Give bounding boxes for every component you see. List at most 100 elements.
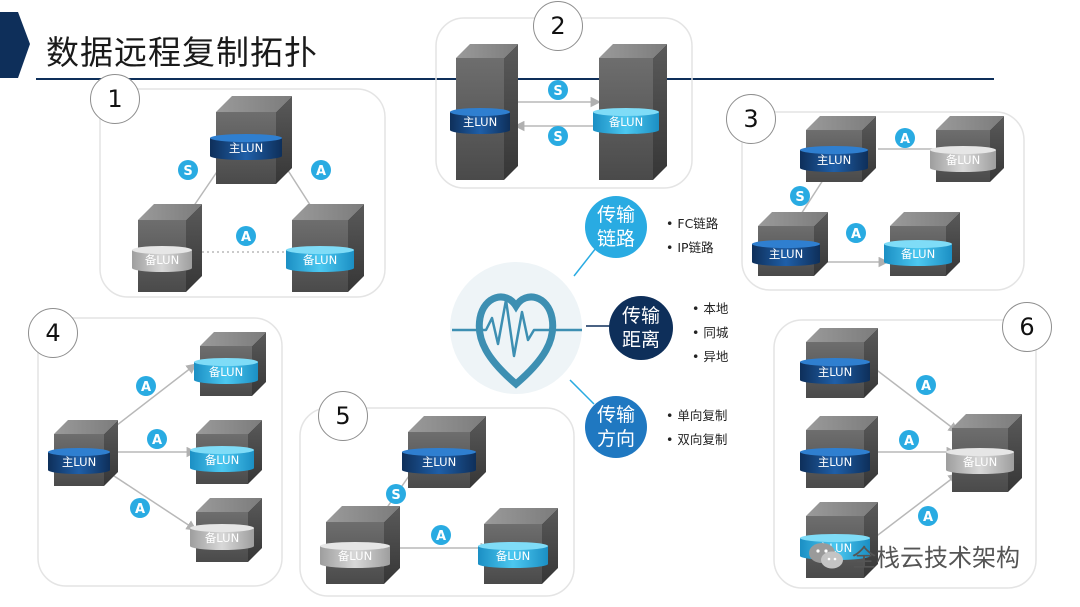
storage-array: 备LUN [132, 204, 202, 292]
distance-item: 异地 [692, 345, 728, 369]
async-badge: A [895, 128, 915, 148]
backup-lun-disk: 备LUN [884, 240, 952, 266]
async-badge: A [236, 226, 256, 246]
link-item: IP链路 [666, 236, 718, 260]
svg-text:S: S [391, 488, 400, 503]
async-badge: A [918, 506, 938, 526]
lun-label: 主LUN [817, 153, 851, 167]
lun-label: 主LUN [229, 141, 263, 155]
async-badge: A [130, 498, 150, 518]
storage-array: 备LUN [478, 508, 558, 584]
svg-text:A: A [904, 434, 914, 449]
panel-6-number: 6 [1002, 302, 1052, 352]
sync-badge: S [386, 484, 406, 504]
lun-label: 备LUN [609, 115, 643, 129]
svg-text:A: A [436, 529, 446, 544]
backup-lun-disk: 备LUN [194, 358, 258, 384]
storage-array: 备LUN [286, 204, 364, 292]
lun-label: 备LUN [901, 247, 935, 261]
page-title: 数据远程复制拓扑 [46, 33, 318, 72]
distance-item: 同城 [692, 321, 728, 345]
async-badge: A [916, 375, 936, 395]
svg-text:A: A [152, 433, 162, 448]
svg-text:A: A [923, 510, 933, 525]
async-badge: A [311, 160, 331, 180]
p4-line-bottom [107, 471, 197, 531]
backup-lun-disk: 备LUN [320, 542, 390, 568]
lun-label: 备LUN [963, 455, 997, 469]
p4-line-top [107, 363, 197, 433]
sync-badge: S [790, 186, 810, 206]
direction-item: 双向复制 [666, 428, 727, 452]
storage-array: 主LUN [48, 420, 118, 486]
lun-label: 备LUN [338, 549, 372, 563]
svg-text:A: A [851, 227, 861, 242]
lun-label: 主LUN [463, 115, 497, 129]
lun-label: 主LUN [818, 365, 852, 379]
distance-bullet-list: 本地 同城 异地 [692, 297, 728, 369]
lun-label: 主LUN [769, 247, 803, 261]
sync-badge: S [548, 126, 568, 146]
async-badge: A [431, 525, 451, 545]
primary-lun-disk: 主LUN [800, 146, 868, 172]
transport-direction-bubble: 传输方向 [585, 396, 647, 458]
sync-badge: S [178, 160, 198, 180]
watermark-text: 全栈云技术架构 [852, 544, 1020, 572]
wechat-icon [809, 542, 843, 568]
storage-array: 备LUN [194, 332, 266, 396]
panel-2-number: 2 [533, 1, 583, 51]
svg-text:S: S [183, 164, 192, 179]
storage-array: 备LUN [930, 116, 1004, 182]
panel-5-frame [299, 407, 575, 597]
storage-array: 备LUN [190, 498, 262, 562]
storage-array: 主LUN [800, 328, 878, 398]
backup-lun-disk: 备LUN [593, 108, 659, 134]
backup-lun-disk: 备LUN [478, 542, 548, 568]
lun-label: 主LUN [422, 455, 456, 469]
async-badge: A [846, 223, 866, 243]
async-badge: A [147, 429, 167, 449]
lun-label: 备LUN [496, 549, 530, 563]
storage-array: 主LUN [210, 96, 292, 184]
svg-text:S: S [795, 190, 804, 205]
backup-lun-disk: 备LUN [190, 446, 254, 472]
lun-label: 备LUN [209, 365, 243, 379]
storage-array: 主LUN [402, 416, 486, 488]
p6-line-top [873, 367, 959, 433]
direction-bullet-list: 单向复制 双向复制 [666, 404, 727, 452]
center-spoke-direction [569, 379, 595, 405]
primary-lun-disk: 主LUN [48, 448, 110, 474]
lun-label: 备LUN [205, 531, 239, 545]
svg-text:S: S [553, 84, 562, 99]
async-badge: A [136, 376, 156, 396]
panel-3-frame [741, 111, 1025, 291]
storage-array: 备LUN [946, 414, 1022, 492]
storage-array: 备LUN [884, 212, 960, 276]
storage-array: 主LUN [450, 44, 518, 180]
backup-lun-disk: 备LUN [946, 448, 1014, 474]
backup-lun-disk: 备LUN [190, 524, 254, 550]
primary-lun-disk: 主LUN [402, 448, 476, 474]
panel-1-frame [99, 88, 386, 298]
storage-array: 主LUN [800, 416, 878, 488]
backup-lun-disk: 备LUN [132, 246, 192, 272]
link-bullet-list: FC链路 IP链路 [666, 212, 718, 260]
lun-label: 主LUN [818, 455, 852, 469]
lun-label: 备LUN [946, 153, 980, 167]
sync-badge: S [548, 80, 568, 100]
link-item: FC链路 [666, 212, 718, 236]
transport-direction-label: 传输方向 [596, 404, 635, 450]
storage-array: 备LUN [593, 44, 667, 180]
primary-lun-disk: 主LUN [450, 108, 510, 134]
p6-line-bottom [873, 473, 959, 539]
transport-distance-label: 传输距离 [621, 305, 660, 351]
storage-array: 主LUN [800, 116, 876, 182]
primary-lun-disk: 主LUN [752, 240, 820, 266]
primary-lun-disk: 主LUN [800, 358, 870, 384]
header-accent-shape [0, 12, 30, 78]
lun-label: 备LUN [303, 253, 337, 267]
direction-item: 单向复制 [666, 404, 727, 428]
panel-4-number: 4 [28, 308, 78, 358]
lun-label: 主LUN [62, 455, 96, 469]
